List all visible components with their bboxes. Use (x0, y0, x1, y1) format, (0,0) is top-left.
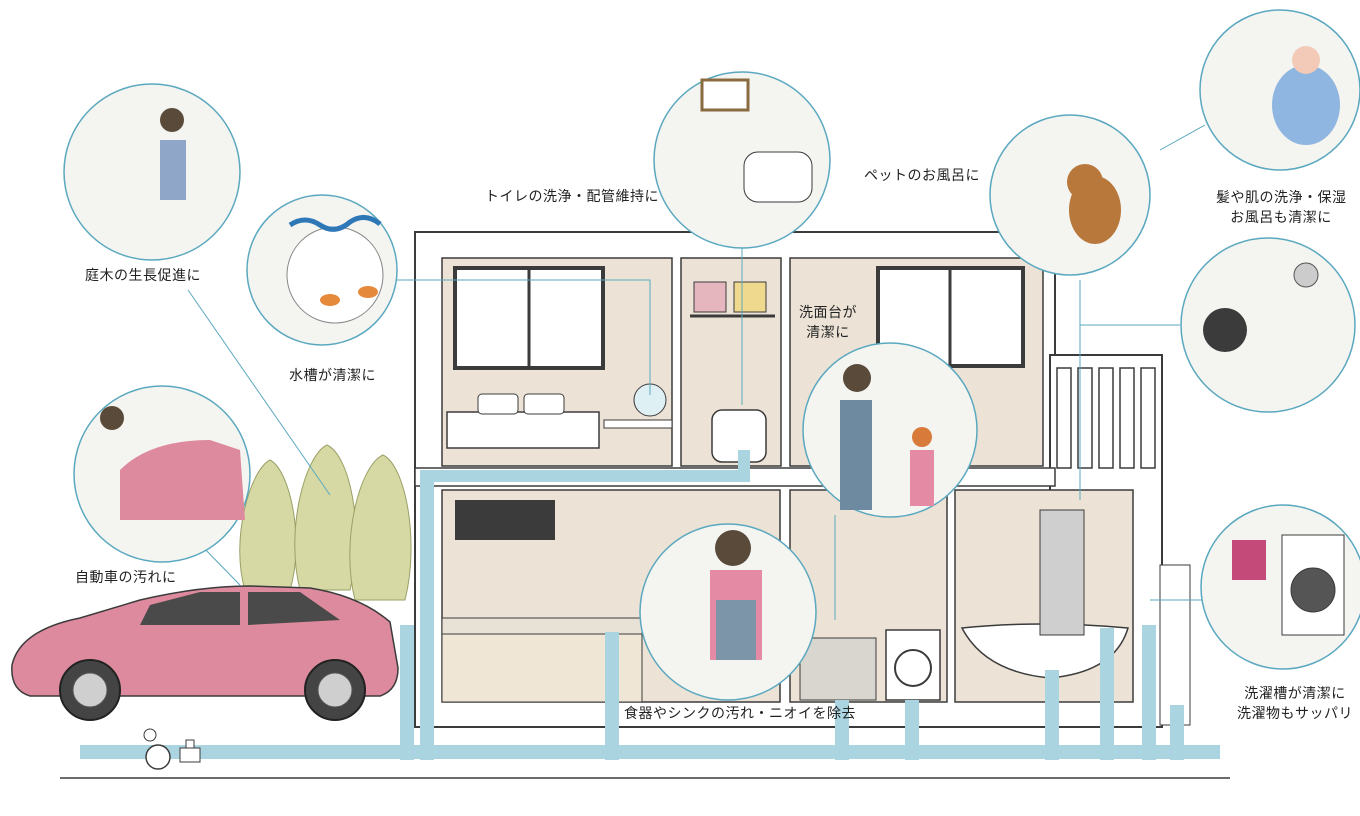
water-meter-icon (143, 728, 171, 770)
label-washstand: 洗面台が 清潔に (793, 303, 863, 343)
label-kitchen: 食器やシンクの汚れ・ニオイを除去 (624, 706, 856, 722)
trees (239, 444, 412, 601)
circle-toilet (653, 71, 831, 249)
leader-lines (187, 124, 1206, 620)
label-toilet: トイレの洗浄・配管維持に (485, 189, 659, 205)
label-laundry-line2: 洗濯物もサッパリ (1237, 706, 1353, 722)
pink-car (11, 585, 399, 721)
label-car: 自動車の汚れに (75, 570, 177, 586)
label-bath-line1: 髪や肌の洗浄・保湿 (1216, 190, 1347, 206)
label-laundry: 洗濯槽が清潔に 洗濯物もサッパリ (1230, 684, 1360, 724)
label-bath-line2: お風呂も清潔に (1230, 210, 1332, 226)
vignette-details (100, 46, 1345, 660)
circle-garden (63, 83, 241, 261)
label-washstand-line1: 洗面台が (799, 305, 857, 321)
circle-washstand (802, 342, 978, 518)
label-aquarium: 水槽が清潔に (289, 368, 376, 384)
label-pet: ペットのお風呂に (864, 168, 980, 184)
label-garden: 庭木の生長促進に (85, 268, 201, 284)
faucet-icon (179, 739, 201, 763)
water-pipes (80, 450, 1220, 760)
label-washstand-line2: 清潔に (806, 325, 850, 341)
label-bath: 髪や肌の洗浄・保湿 お風呂も清潔に (1216, 188, 1346, 228)
label-laundry-line1: 洗濯槽が清潔に (1244, 686, 1346, 702)
circle-pet (989, 114, 1151, 276)
